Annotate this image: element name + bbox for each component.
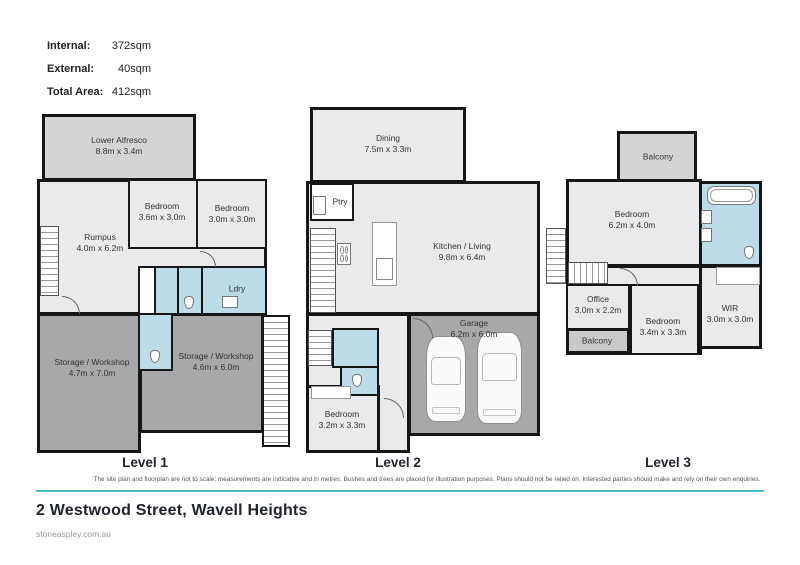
room-shower-l1 (154, 266, 179, 315)
room-bath-l2 (332, 328, 379, 368)
room-balcony-small (566, 328, 630, 354)
car-1-icon (426, 336, 466, 422)
laundry-tub-icon (222, 296, 238, 308)
toilet-icon-l1-storage (150, 350, 160, 363)
robe-l2 (311, 386, 351, 399)
vanity-icon-1 (701, 210, 712, 224)
total-area-value: 412sqm (111, 86, 151, 98)
stairs-level3-inner (568, 262, 608, 284)
stairs-level1-left (40, 226, 59, 296)
room-bedroom-l1-a (128, 179, 198, 249)
stove-icon (337, 243, 351, 265)
area-summary: Internal: 372sqm External: 40sqm Total A… (47, 40, 151, 109)
accent-divider (36, 490, 764, 492)
property-address: 2 Westwood Street, Wavell Heights (36, 502, 308, 519)
level1-title: Level 1 (122, 455, 168, 470)
room-bath-storage (138, 313, 173, 371)
room-bedroom-l1-b (196, 179, 267, 249)
wir-vanity (716, 267, 760, 285)
external-area-label: External: (47, 63, 95, 75)
agency-website: stoneaspley.com.au (36, 529, 111, 539)
toilet-icon-l3 (744, 246, 754, 259)
label-laundry: Ldry (228, 283, 246, 294)
label-balcony-top: Balcony (642, 151, 674, 162)
island-sink-icon (376, 258, 393, 280)
internal-area-value: 372sqm (111, 40, 151, 52)
room-bedroom-small (630, 284, 699, 355)
level2-title: Level 2 (375, 455, 421, 470)
room-dining (310, 107, 466, 183)
vanity-icon-2 (701, 228, 712, 242)
fridge-icon (313, 196, 326, 215)
stairs-level2-lower (308, 330, 332, 366)
internal-area-row: Internal: 372sqm (47, 40, 151, 52)
disclaimer-text: The site plan and floorplan are not to s… (93, 476, 761, 483)
stairs-level2-main (310, 228, 336, 313)
bathtub-icon (707, 186, 756, 205)
toilet-icon-l1-hall (184, 296, 194, 309)
room-office (566, 284, 630, 330)
label-pantry: Ptry (332, 196, 348, 207)
room-storage-workshop-1 (37, 313, 141, 453)
total-area-row: Total Area: 412sqm (47, 86, 151, 98)
internal-area-label: Internal: (47, 40, 91, 52)
car-2-icon (477, 332, 522, 424)
external-area-row: External: 40sqm (47, 63, 151, 75)
label-balcony-small: Balcony (581, 335, 613, 346)
stairs-level3-outer (546, 228, 566, 284)
total-area-label: Total Area: (47, 86, 104, 98)
level3-title: Level 3 (645, 455, 691, 470)
external-area-value: 40sqm (117, 63, 151, 75)
toilet-icon-l2 (352, 374, 362, 387)
stairs-level1-right (262, 315, 290, 447)
